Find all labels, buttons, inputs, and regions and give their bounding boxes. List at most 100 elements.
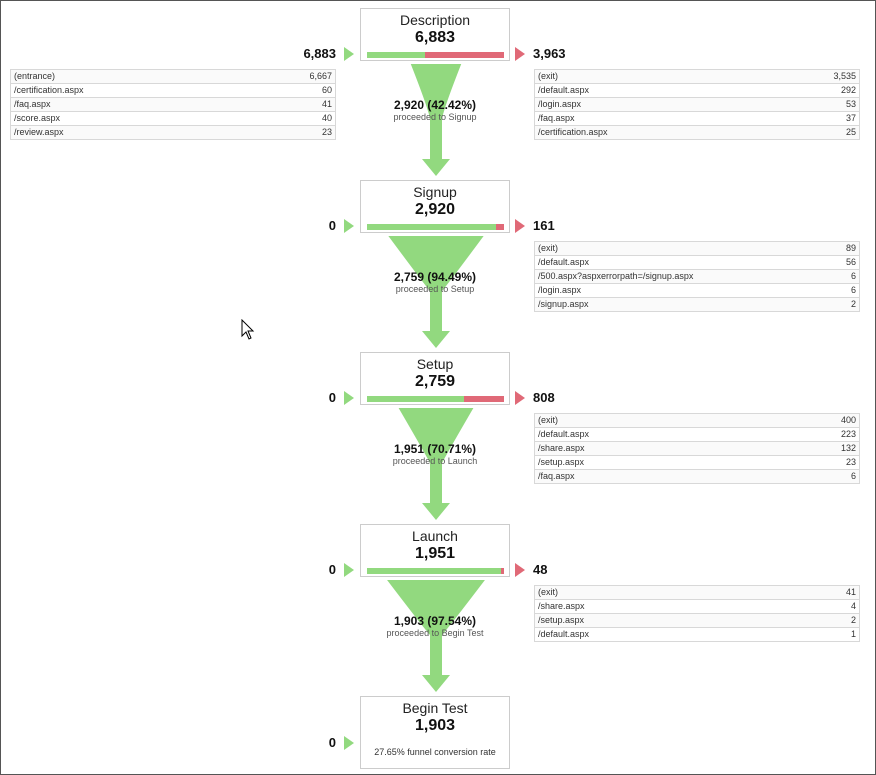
stage-box-signup[interactable]: Signup 2,920 xyxy=(360,180,510,233)
stage-box-launch[interactable]: Launch 1,951 xyxy=(360,524,510,577)
entrance-arrow-icon xyxy=(344,736,354,750)
page-count: 23 xyxy=(321,127,332,137)
page-row: (entrance) 6,667 xyxy=(11,70,335,84)
page-path: /share.aspx xyxy=(538,601,585,611)
page-count: 6 xyxy=(850,271,856,281)
exit-count: 3,963 xyxy=(533,46,566,61)
page-row: /share.aspx 4 xyxy=(535,600,859,614)
entrance-arrow-icon xyxy=(344,391,354,405)
page-path: /default.aspx xyxy=(538,629,590,639)
page-path: /login.aspx xyxy=(538,285,582,295)
page-row: /login.aspx 53 xyxy=(535,98,859,112)
flow-label: 2,759 (94.49%) proceeded to Setup xyxy=(360,270,510,295)
flow-count: 2,920 (42.42%) xyxy=(393,98,477,112)
entrance-arrow-icon xyxy=(344,47,354,61)
page-count: 89 xyxy=(845,243,856,253)
exit-count: 808 xyxy=(533,390,555,405)
page-row: /faq.aspx 6 xyxy=(535,470,859,484)
page-path: /default.aspx xyxy=(538,85,590,95)
page-row: (exit) 89 xyxy=(535,242,859,256)
page-count: 2 xyxy=(850,615,856,625)
page-count: 37 xyxy=(845,113,856,123)
funnel-flow-graphic xyxy=(388,236,484,348)
page-count: 2 xyxy=(850,299,856,309)
entrance-count: 0 xyxy=(328,562,336,577)
page-count: 53 xyxy=(845,99,856,109)
page-count: 3,535 xyxy=(833,71,856,81)
page-path: /share.aspx xyxy=(538,443,585,453)
page-count: 6 xyxy=(850,471,856,481)
proceed-exit-bar xyxy=(367,52,504,58)
funnel-flow-graphic xyxy=(387,580,485,692)
page-count: 292 xyxy=(840,85,856,95)
stage-count: 1,951 xyxy=(414,545,456,562)
page-count: 23 xyxy=(845,457,856,467)
entrance-arrow-icon xyxy=(344,563,354,577)
exit-count: 161 xyxy=(533,218,555,233)
page-path: (exit) xyxy=(538,243,558,253)
stage-count: 2,759 xyxy=(414,373,456,390)
conversion-rate: 27.65% funnel conversion rate xyxy=(374,747,496,757)
entrance-count: 6,883 xyxy=(303,46,336,61)
stage-box-description[interactable]: Description 6,883 xyxy=(360,8,510,61)
page-path: /signup.aspx xyxy=(538,299,589,309)
page-row: /default.aspx 223 xyxy=(535,428,859,442)
page-path: /certification.aspx xyxy=(538,127,608,137)
stage-box-begin-test[interactable]: Begin Test 1,903 27.65% funnel conversio… xyxy=(360,696,510,769)
stage-box-setup[interactable]: Setup 2,759 xyxy=(360,352,510,405)
page-count: 6,667 xyxy=(309,71,332,81)
page-row: (exit)41 xyxy=(535,586,859,600)
page-row: /signup.aspx 2 xyxy=(535,298,859,312)
exit-arrow-icon xyxy=(515,47,525,61)
page-row: /faq.aspx 37 xyxy=(535,112,859,126)
exit-arrow-icon xyxy=(515,391,525,405)
mouse-pointer-icon xyxy=(241,319,255,340)
page-path: /faq.aspx xyxy=(14,99,51,109)
stage-name: Signup xyxy=(413,184,457,200)
flow-count: 1,903 (97.54%) xyxy=(393,614,477,628)
flow-caption: proceeded to Signup xyxy=(393,112,477,122)
exit-arrow-icon xyxy=(515,219,525,233)
page-row: /setup.aspx 2 xyxy=(535,614,859,628)
page-path: (entrance) xyxy=(14,71,56,81)
exit-count: 48 xyxy=(533,562,548,577)
page-path: (exit) xyxy=(538,71,558,81)
page-count: 25 xyxy=(845,127,856,137)
stage-name: Description xyxy=(399,12,471,28)
flow-count: 2,759 (94.49%) xyxy=(393,270,477,284)
entrance-count: 0 xyxy=(328,218,336,233)
entrance-count: 0 xyxy=(328,735,336,750)
page-count: 56 xyxy=(845,257,856,267)
stage-name: Begin Test xyxy=(402,700,468,716)
flow-label: 1,903 (97.54%) proceeded to Begin Test xyxy=(360,614,510,639)
page-row: /certification.aspx 25 xyxy=(535,126,859,140)
page-path: /default.aspx xyxy=(538,429,590,439)
page-path: /login.aspx xyxy=(538,99,582,109)
flow-count: 1,951 (70.71%) xyxy=(393,442,477,456)
page-path: /faq.aspx xyxy=(538,113,575,123)
page-count: 4 xyxy=(850,601,856,611)
page-count: 60 xyxy=(321,85,332,95)
stage-count: 1,903 xyxy=(414,717,456,734)
flow-caption: proceeded to Begin Test xyxy=(386,628,484,638)
entrance-arrow-icon xyxy=(344,219,354,233)
page-row: /default.aspx 292 xyxy=(535,84,859,98)
stage-count: 2,920 xyxy=(414,201,456,218)
page-count: 41 xyxy=(845,587,856,597)
page-row: (exit)400 xyxy=(535,414,859,428)
exit-arrow-icon xyxy=(515,563,525,577)
page-path: /review.aspx xyxy=(14,127,64,137)
page-count: 223 xyxy=(840,429,856,439)
page-path: /setup.aspx xyxy=(538,615,585,625)
page-path: /faq.aspx xyxy=(538,471,575,481)
